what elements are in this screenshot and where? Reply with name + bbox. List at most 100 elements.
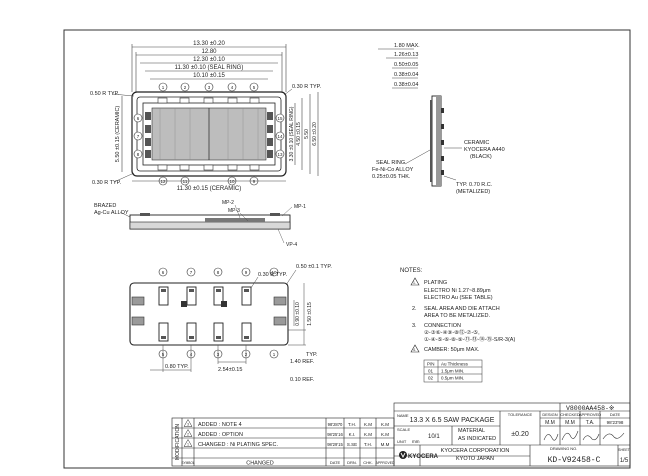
pin-labels-bottom: 54321 [158,349,279,359]
bottom-dim-8: 0.30 R TYP. [258,272,288,278]
note-1-line-2: ELECTRO Au (SEE TABLE) [424,295,493,301]
revision-date: 98'29'15 [327,442,343,447]
revision-drn: T.H. [348,422,356,427]
plating-table [423,359,483,383]
side-view: 1.80 MAX. 1.26±0.13 0.50±0.05 0.38±0.04 … [372,43,505,195]
table-header-au: Au Thickness [441,362,469,367]
ceramic-note-2: (BLACK) [470,154,492,160]
revision-drn: K.I. [349,432,356,437]
side-dim-3: 0.38±0.04 [394,72,418,78]
bottom-outline [129,282,289,346]
kyocera-logo: KYOCERA [399,451,439,460]
dim-vert-right-d: 6.50 ±0.20 [312,122,318,146]
pad-label-top-2-text: 2 [184,85,187,90]
pad-label-bottom-14: 14 [275,131,285,141]
revision-chk: T.H. [364,442,372,447]
scale-value: 10/1 [428,434,440,440]
revision-date: 98'2870 [328,422,343,427]
rev-header-chk: CHK. [363,460,373,465]
table-row-1-pn: 02 [428,376,434,381]
side-dim-1: 1.26±0.13 [394,52,418,58]
approval-value-date: 98'23'98 [607,420,624,425]
seal-ring-note-0: SEAL RING [376,160,405,166]
section-mp3: MP-3 [228,208,240,214]
bottom-dim-3: 0.10 REF. [290,377,315,383]
tolerance-value: ±0.20 [511,431,529,438]
table-header-pn: P/N [427,362,435,367]
approval-header-date: DATE [610,412,621,417]
pad-label-top-1-text: 1 [162,85,165,90]
metalized-note-1: (METALIZED) [456,189,490,195]
pad-label-top-1: 1 [158,82,168,92]
name-label: NAME [397,413,409,418]
metalized-note-0: TYP. 0.70 R.C. [456,182,493,188]
section-view: BRAZED Ag-Cu ALLOY MP-2 MP-3 MP-1 VP-4 [94,200,306,248]
table-row-0-pn: 01 [428,369,434,374]
top-view: 13.30 ±0.20 12.80 12.30 ±0.10 11.30 ±0.1… [90,41,322,192]
rev-header-desc: CHANGED [246,461,274,467]
tolerance-label: TOLERANCE [508,412,533,417]
revision-app: M.M [381,442,390,447]
pin-label-top-10-text: 10 [271,270,277,275]
pad-label-top-5: 5 [249,82,259,92]
pin-label-top-6: 6 [158,267,168,277]
brazed-alloy: Ag-Cu ALLOY [94,210,129,216]
material-value: AS INDICATED [458,436,496,442]
revision-desc: ADDED : NOTE 4 [198,422,242,428]
pad-label-top-4-text: 4 [231,85,234,90]
approval-header-approved: APPROVED [579,412,601,417]
note-1-line-1: ELECTRO Ni 1.27~8.89μm [424,288,491,294]
pad-label-top-4: 4 [227,82,237,92]
scale-label: SCALE [397,427,410,432]
sheet-label: SHEET [618,448,631,452]
note-4-line-0: CAMBER: 50μm MAX. [424,347,480,353]
pin-label-top-7-text: 7 [190,270,193,275]
modification-label: MODIFICATION [175,424,181,460]
corner-radius-top-left: 0.50 R TYP. [90,91,120,97]
company-line-0: KYOCERA CORPORATION [441,448,510,454]
seal-ring-note-2: 0.25±0.05 THK. [372,174,411,180]
pad-label-top-7-text: 7 [137,134,140,139]
section-mp2: MP-2 [222,200,234,206]
corner-radius-bottom-left: 0.30 R TYP. [92,180,122,186]
pad-label-top-6: 6 [133,113,143,123]
pin-label-top-9: 9 [241,267,251,277]
approval-header-design: DESIGN [542,412,557,417]
pad-label-bottom-14-text: 14 [277,134,283,139]
side-dim-0: 1.80 MAX. [394,43,420,49]
signatures [543,430,625,441]
pad-label-top-6-text: 6 [137,116,140,121]
dim-seal-ring-width: 12.30 ±0.10 [193,57,225,63]
note-1-line-0: PLATING [424,280,447,286]
ceramic-note-0: CERAMIC [464,140,489,146]
pin-label-bottom-1: 1 [269,349,279,359]
table-row-1-au: 0.5μm MIN. [441,376,464,381]
pin-label-top-8-text: 8 [217,270,220,275]
bottom-dim-0: 0.80 TYP. [165,364,189,370]
dim-1010: 10.10 ±0.15 [193,73,225,79]
pad-label-top-3-text: 3 [208,85,211,90]
note-3-line-2: ①-④-⑤-⑥-⑧-⑨-⑪-⑬-⑭-⑮-S/R-3(A) [424,335,515,343]
approval-value-approved: T.A. [586,420,595,426]
revision-chk: K.M [364,422,372,427]
corner-radius-top-right: 0.30 R TYP. [292,84,322,90]
sheet-value: 1/5 [620,458,629,464]
drawing-no-label: DRAWING NO. [550,446,577,451]
approval-header-checked: CHECKED [560,412,580,417]
revision-symbol-icon [183,428,193,437]
note-2-line-0: SEAL AREA AND DIE ATTACH [424,306,500,312]
rev-header-symbol: SYMBOL [181,461,195,465]
dim-ceramic-width: 11.30 ±0.15 (CERAMIC) [177,186,242,192]
revision-sym: 3 [187,423,189,427]
rev-header-drn: DRN. [347,460,357,465]
pad-label-top-3: 3 [204,82,214,92]
note-3-line-0: CONNECTION [424,323,461,329]
bottom-dim-4: TYP. [306,352,318,358]
revision-chk: K.M [364,432,372,437]
revision-symbol-icon [183,418,193,427]
